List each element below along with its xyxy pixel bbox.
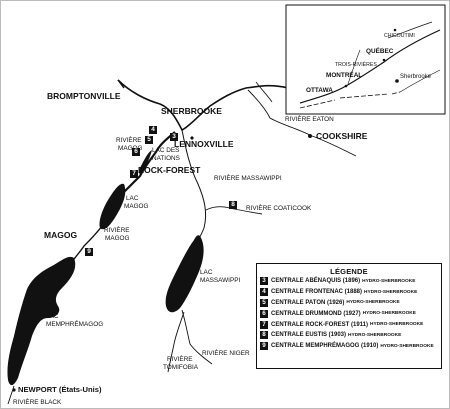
- inset-label-ottawa: OTTAWA: [306, 87, 333, 94]
- inset-sherbrooke-dot: [395, 79, 399, 83]
- marker-9[interactable]: 9: [85, 248, 93, 256]
- legend-owner: HYDRO-SHERBROOKE: [348, 332, 402, 338]
- inset-label-quebec: QUÉBEC: [366, 48, 394, 55]
- inset-frame: [285, 4, 446, 115]
- label-riviere-tomifobia-2: TOMIFOBIA: [163, 364, 199, 371]
- river-tomifobia: [167, 311, 185, 373]
- label-riviere-black: RIVIÈRE BLACK: [13, 399, 62, 406]
- dot-newport: [12, 388, 16, 392]
- inset-chicoutimi-dot: [393, 28, 397, 32]
- legend-owner: HYDRO-SHERBROOKE: [380, 343, 434, 349]
- label-lac-massawippi-1: LAC: [200, 269, 213, 276]
- legend-number: 4: [260, 288, 268, 297]
- label-lac-memphremagog-1: LAC: [46, 313, 59, 320]
- inset-label-trois-rivieres: TROIS-RIVIÈRES: [335, 62, 377, 68]
- legend-item: 9 CENTRALE MEMPHRÉMAGOG (1910) HYDRO-SHE…: [260, 341, 441, 352]
- legend-item: 4 CENTRALE FRONTENAC (1888) HYDRO-SHERBR…: [260, 287, 441, 298]
- label-riviere-eaton: RIVIÈRE EATON: [285, 116, 334, 123]
- legend-item: 5 CENTRALE PATON (1926) HYDRO-SHERBROOKE: [260, 298, 441, 309]
- legend-item: 7 CENTRALE ROCK-FOREST (1911) HYDRO-SHER…: [260, 319, 441, 330]
- city-rock-forest: ROCK-FOREST: [138, 165, 201, 175]
- legend-number: 3: [260, 277, 268, 286]
- legend-station-name: CENTRALE FRONTENAC (1888): [271, 289, 363, 296]
- legend-number: 5: [260, 298, 268, 307]
- label-riviere-tomifobia-1: RIVIÈRE: [167, 356, 193, 363]
- legend-station-name: CENTRALE EUSTIS (1903): [271, 332, 347, 339]
- legend-item: 6 CENTRALE DRUMMOND (1927) HYDRO-SHERBRO…: [260, 308, 441, 319]
- label-lac-magog-2: MAGOG: [124, 203, 149, 210]
- inset-saint-laurent: [299, 29, 441, 104]
- label-riviere-coaticook: RIVIÈRE COATICOOK: [246, 205, 312, 212]
- legend-number: 8: [260, 331, 268, 340]
- legend-owner: HYDRO-SHERBROOKE: [370, 322, 424, 328]
- legend-owner: HYDRO-SHERBROOKE: [364, 289, 418, 295]
- label-riviere-niger: RIVIÈRE NIGER: [202, 350, 250, 357]
- lac-memphremagog: [7, 256, 76, 386]
- legend-station-name: CENTRALE ABÉNAQUIS (1896): [271, 278, 361, 285]
- river-niger: [181, 309, 213, 365]
- legend-owner: HYDRO-SHERBROOKE: [362, 278, 416, 284]
- legend-title: LÉGENDE: [330, 267, 368, 276]
- marker-5[interactable]: 5: [145, 136, 153, 144]
- marker-4[interactable]: 4: [149, 126, 157, 134]
- label-riviere-magog-bottom-2: MAGOG: [105, 235, 130, 242]
- river-magog-upper: [119, 131, 176, 197]
- legend-station-name: CENTRALE DRUMMOND (1927): [271, 310, 361, 317]
- river-black: [7, 385, 15, 405]
- legend-number: 9: [260, 342, 268, 351]
- label-lac-massawippi-2: MASSAWIPPI: [200, 277, 241, 284]
- legend-item: 3 CENTRALE ABÉNAQUIS (1896) HYDRO-SHERBR…: [260, 276, 441, 287]
- river-north: [117, 79, 125, 89]
- inset-label-montreal: MONTRÉAL: [326, 72, 363, 79]
- legend-number: 7: [260, 320, 268, 329]
- legend-box: LÉGENDE 3 CENTRALE ABÉNAQUIS (1896) HYDR…: [256, 263, 442, 369]
- legend-number: 6: [260, 309, 268, 318]
- label-lac-des-nations-1: LAC DES: [152, 147, 180, 154]
- inset-label-sherbrooke: Sherbrooke: [400, 74, 432, 80]
- lac-massawippi: [165, 235, 204, 313]
- label-lac-des-nations-2: NATIONS: [152, 155, 180, 162]
- lac-magog: [99, 183, 126, 230]
- label-riviere-magog-top-1: RIVIÈRE: [116, 137, 142, 144]
- inset-quebec-dot: [382, 58, 386, 62]
- dot-lennoxville: [190, 136, 194, 140]
- marker-6[interactable]: 6: [132, 148, 140, 156]
- legend-station-name: CENTRALE PATON (1926): [271, 299, 345, 306]
- inset-montreal-dot: [344, 84, 348, 88]
- marker-8[interactable]: 8: [229, 201, 237, 209]
- inset-river-north: [347, 49, 361, 85]
- river-eaton: [247, 89, 357, 157]
- city-newport: NEWPORT (États-Unis): [18, 385, 102, 394]
- marker-7[interactable]: 7: [130, 170, 138, 178]
- legend-item: 8 CENTRALE EUSTIS (1903) HYDRO-SHERBROOK…: [260, 330, 441, 341]
- label-riviere-massawippi: RIVIÈRE MASSAWIPPI: [214, 175, 282, 182]
- city-lennoxville: LENNOXVILLE: [174, 139, 234, 149]
- inset-border-right: [399, 69, 441, 93]
- inset-saguenay: [387, 21, 433, 39]
- label-lac-memphremagog-2: MEMPHRÉMAGOG: [46, 321, 104, 328]
- legend-station-name: CENTRALE ROCK-FOREST (1911): [271, 321, 369, 328]
- river-eaton-branch: [255, 81, 273, 103]
- inset-border-dash: [299, 91, 401, 109]
- lac-des-nations: [139, 150, 152, 175]
- legend-owner: HYDRO-SHERBROOKE: [362, 311, 416, 317]
- city-magog: MAGOG: [44, 230, 78, 240]
- river-magog-lower: [71, 225, 103, 263]
- label-riviere-magog-bottom-1: RIVIÈRE: [104, 227, 130, 234]
- legend-station-name: CENTRALE MEMPHRÉMAGOG (1910): [271, 343, 379, 350]
- label-riviere-magog-top-2: MAGOG: [118, 145, 143, 152]
- inset-label-chicoutimi: CHICOUTIMI: [384, 33, 415, 39]
- marker-3[interactable]: 3: [170, 133, 178, 141]
- city-sherbrooke: SHERBROOKE: [161, 106, 222, 116]
- city-bromptonville: BROMPTONVILLE: [47, 91, 121, 101]
- legend-owner: HYDRO-SHERBROOKE: [346, 300, 400, 306]
- city-cookshire: COOKSHIRE: [316, 131, 368, 141]
- label-lac-magog-1: LAC: [126, 195, 139, 202]
- dot-cookshire: [308, 134, 312, 138]
